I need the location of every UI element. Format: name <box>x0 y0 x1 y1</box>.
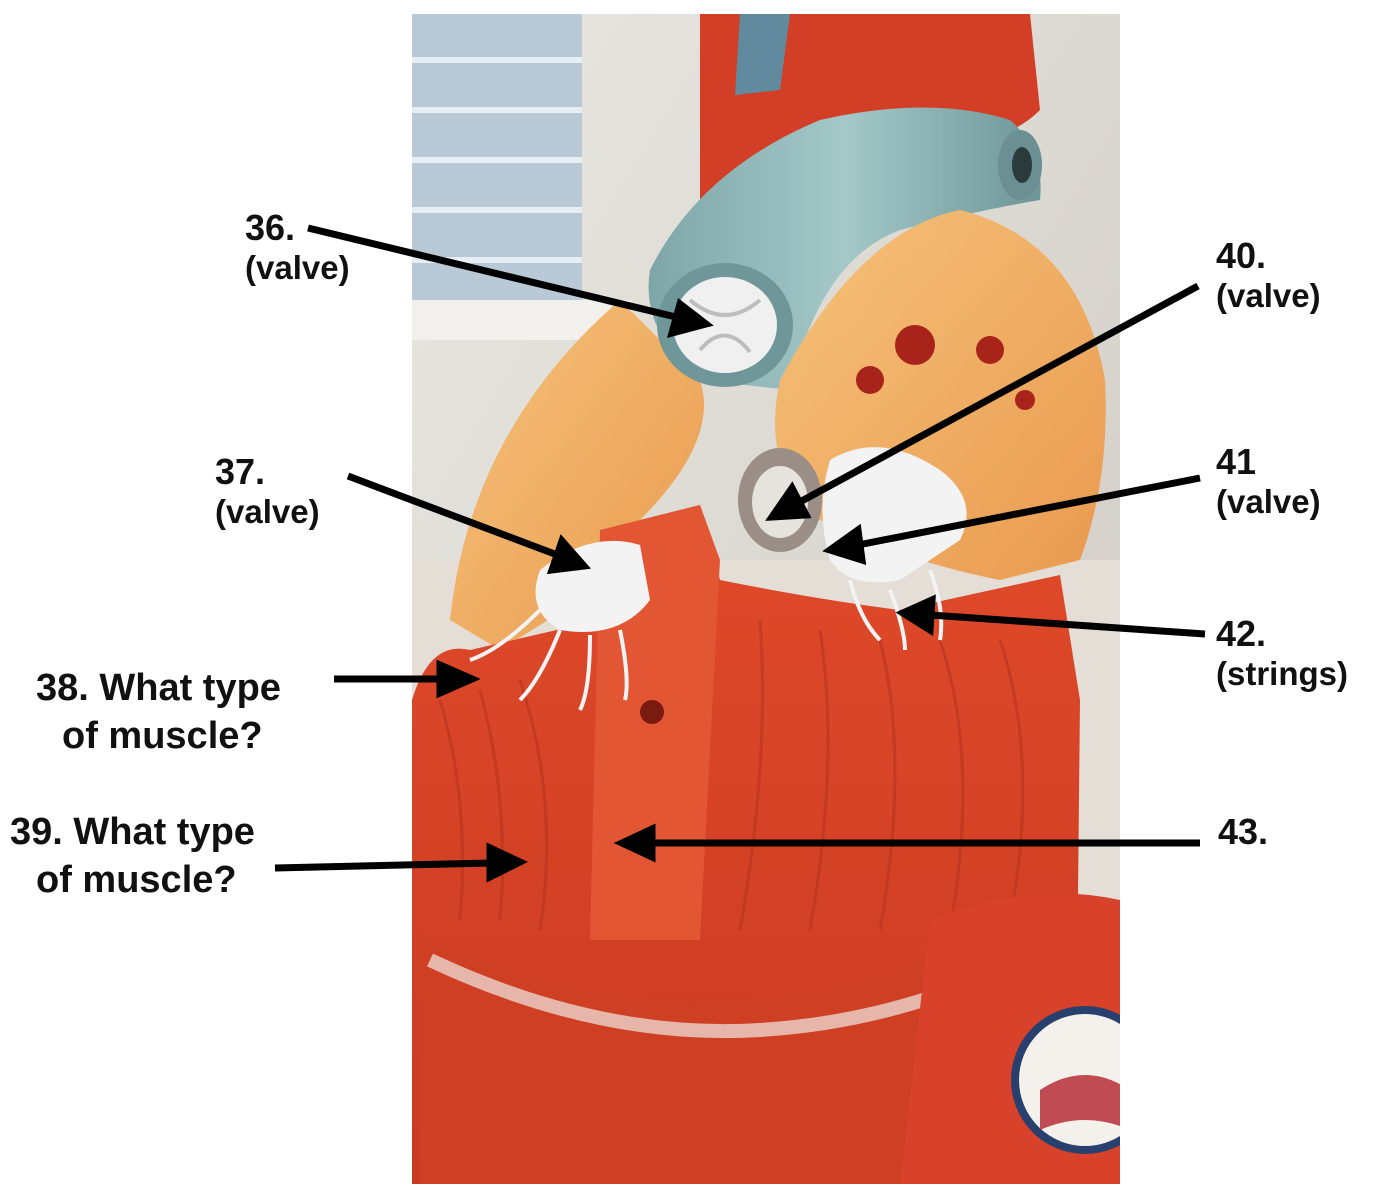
label-37: 37. (valve) <box>215 452 320 532</box>
arrow-41 <box>857 474 1201 549</box>
arrow-42 <box>929 611 1206 638</box>
label-42-note: (strings) <box>1216 655 1348 692</box>
label-40-number: 40. <box>1216 235 1267 276</box>
arrow-40 <box>796 282 1200 507</box>
label-39: 39. What type of muscle? <box>10 808 255 904</box>
label-40-note: (valve) <box>1216 277 1321 314</box>
label-43-number: 43. <box>1218 811 1269 852</box>
arrow-39 <box>274 859 493 872</box>
label-37-number: 37. <box>215 451 266 492</box>
label-39-line1: 39. What type <box>10 811 255 853</box>
label-42: 42. (strings) <box>1216 614 1348 694</box>
label-38-line2: of muscle? <box>62 715 263 757</box>
arrow-36 <box>307 224 681 322</box>
window-blinds <box>412 14 582 314</box>
label-36-number: 36. <box>245 207 296 248</box>
atrial-wall <box>450 300 704 650</box>
label-37-note: (valve) <box>215 493 320 530</box>
label-36: 36. (valve) <box>245 208 350 288</box>
label-36-note: (valve) <box>245 249 350 286</box>
label-39-line2: of muscle? <box>36 859 237 901</box>
leader-arrows <box>274 224 1206 883</box>
arrow-37 <box>346 472 562 560</box>
label-41-number: 41 <box>1216 441 1257 482</box>
label-41: 41 (valve) <box>1216 442 1321 522</box>
label-43: 43. <box>1218 812 1268 852</box>
label-38: 38. What type of muscle? <box>36 664 281 760</box>
label-40: 40. (valve) <box>1216 236 1321 316</box>
label-38-line1: 38. What type <box>36 667 281 709</box>
label-42-number: 42. <box>1216 613 1267 654</box>
label-41-note: (valve) <box>1216 483 1321 520</box>
